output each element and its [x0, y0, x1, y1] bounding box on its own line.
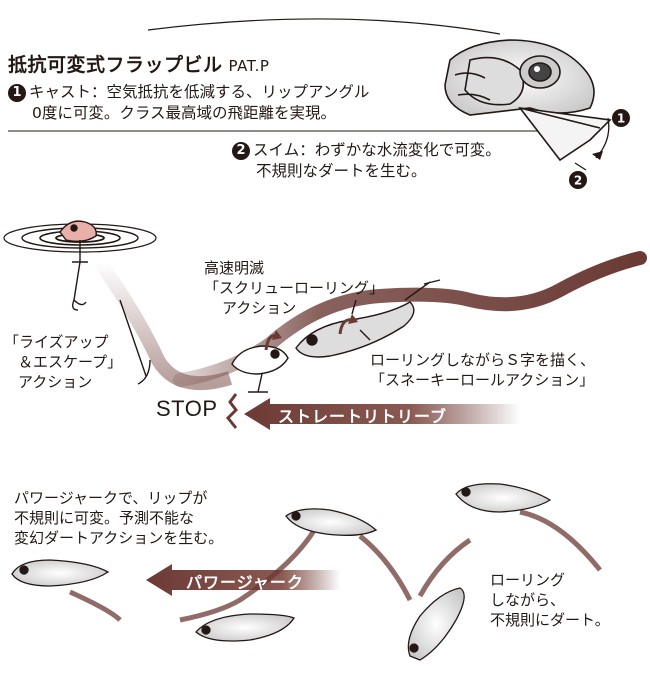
lip-marker-2-text: 2: [574, 174, 582, 188]
bottom-lure-3: [285, 508, 378, 536]
top-section: 1 2: [8, 18, 630, 189]
straight-retrieve-arrow: [244, 398, 520, 430]
feature-1-number: 1: [8, 84, 26, 102]
rolling-dart-line-3: 不規則にダート。: [490, 611, 610, 629]
lure-head-illustration: [444, 39, 612, 171]
screw-roll-line-1: 高速明滅: [204, 259, 265, 277]
dart-paths: [68, 509, 602, 623]
bottom-lure-5: [455, 483, 552, 513]
rise-escape-line-1: 「ライズアップ: [4, 333, 109, 351]
rise-escape-line-3: アクション: [18, 373, 93, 391]
rise-escape-line-2: ＆エスケープ」: [18, 353, 123, 371]
power-jerk-description: パワージャークで、リップが 不規則に可変。予測不能な 変幻ダートアクションを生む…: [14, 488, 223, 548]
middle-section: [3, 220, 647, 430]
screw-roll-line-2: 「スクリューローリング」: [204, 279, 385, 297]
header-arc: [147, 18, 501, 35]
feature-2-line-2: 不規則なダートを生む。: [256, 162, 427, 180]
screw-roll-line-3: アクション: [222, 299, 297, 317]
straight-retrieve-label: ストレートリトリーブ: [278, 407, 448, 426]
screw-roll-label: 高速明滅 「スクリューローリング」 アクション: [204, 258, 384, 318]
surface-lure: [59, 220, 97, 311]
feature-1-line-1: キャスト：空気抵抗を低減する、リップアングル: [29, 83, 370, 101]
power-jerk-line-1: パワージャークで、リップが: [14, 489, 208, 507]
power-jerk-arrow: [146, 564, 340, 596]
lip-marker-1-text: 1: [617, 112, 625, 126]
power-jerk-line-3: 変幻ダートアクションを生む。: [14, 529, 224, 547]
power-jerk-line-2: 不規則に可変。予測不能な: [14, 509, 195, 527]
feature-1-line-2: 0度に可変。クラス最高域の飛距離を実現。: [32, 104, 337, 122]
feature-2-line-1: スイム：わずかな水流変化で可変。: [253, 141, 501, 159]
snake-roll-label: ローリングしながらＳ字を描く、 「スネーキーロールアクション」: [370, 350, 595, 390]
snake-roll-line-2: 「スネーキーロールアクション」: [370, 371, 595, 389]
rolling-lure-1: [231, 345, 289, 393]
page-title: 抵抗可変式フラップビル PAT.P: [8, 50, 269, 77]
lip-marker-1: [612, 109, 630, 127]
patent-label: PAT.P: [228, 57, 270, 75]
rolling-dart-label: ローリング しながら、 不規則にダート。: [490, 570, 610, 630]
feature-2-number: 2: [232, 142, 250, 160]
stop-label: STOP: [156, 396, 218, 421]
rise-escape-path: [94, 258, 233, 391]
rise-escape-label: 「ライズアップ ＆エスケープ」 アクション: [4, 332, 122, 392]
bottom-lure-1: [11, 559, 110, 587]
rolling-lure-2: [295, 279, 441, 358]
stop-bracket: [225, 393, 238, 429]
title-text: 抵抗可変式フラップビル: [8, 54, 223, 76]
power-jerk-label: パワージャーク: [186, 573, 304, 592]
bottom-section: [11, 483, 602, 661]
lip-marker-2: [569, 171, 587, 189]
rolling-dart-line-2: しながら、: [490, 591, 566, 609]
snake-roll-line-1: ローリングしながらＳ字を描く、: [370, 351, 596, 369]
bottom-lure-4: [407, 587, 465, 661]
rolling-dart-line-1: ローリング: [490, 571, 566, 589]
bottom-lure-2: [195, 613, 295, 642]
